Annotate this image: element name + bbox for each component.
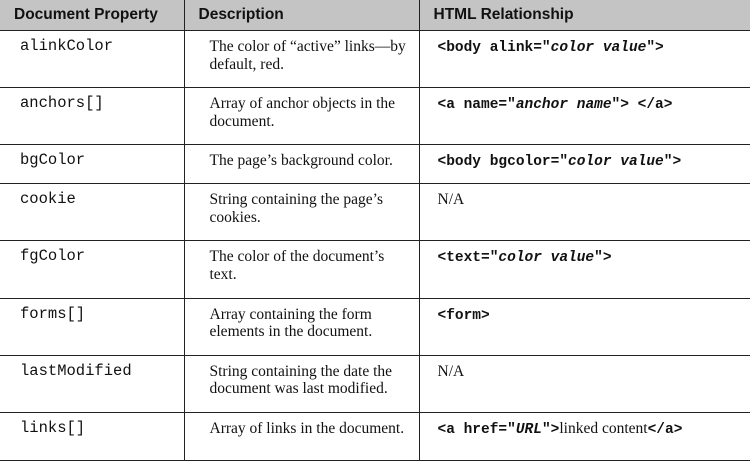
relationship-cell: <text="color value"> (418, 240, 750, 299)
description-cell: The page’s background color. (183, 144, 420, 185)
description-cell: String containing the page’s cookies. (183, 183, 420, 242)
header-description: Description (183, 0, 420, 31)
description-cell: The color of “active” links—by default, … (183, 29, 420, 89)
property-cell: anchors[] (0, 87, 185, 146)
table-row: links[] Array of links in the document. … (0, 412, 750, 461)
relationship-cell: <a href="URL">linked content</a> (418, 412, 750, 461)
relationship-text-run: anchor name (515, 97, 612, 114)
relationship-text-run: <form> (437, 307, 490, 324)
header-property: Document Property (0, 0, 185, 31)
relationship-cell: <form> (418, 297, 750, 356)
relationship-text-run: color value (498, 250, 595, 267)
relationship-text-run: <body bgcolor=" (437, 154, 569, 171)
relationship-text-run: N/A (437, 191, 465, 209)
table-row: fgColor The color of the document’s text… (0, 240, 750, 299)
relationship-text-run: "> (594, 250, 612, 267)
relationship-cell: <body alink="color value"> (418, 29, 750, 89)
relationship-text-run: color value (568, 154, 664, 171)
table-row: forms[] Array containing the form elemen… (0, 297, 750, 356)
relationship-text-run: <a href=" (437, 422, 516, 438)
relationship-text-run: "> (663, 154, 682, 171)
description-cell: Array of links in the document. (183, 412, 420, 461)
header-relationship: HTML Relationship (418, 0, 750, 31)
table-row: bgColor The page’s background color. <bo… (0, 144, 750, 185)
header-row: Document Property Description HTML Relat… (0, 0, 750, 31)
relationship-text-run: <body alink=" (437, 40, 551, 56)
relationship-cell: N/A (418, 354, 750, 414)
property-cell: cookie (0, 183, 185, 242)
relationship-text-run: </a> (647, 422, 683, 438)
description-cell: The color of the document’s text. (183, 240, 420, 299)
relationship-text-run: <a name=" (437, 97, 516, 114)
property-cell: fgColor (0, 240, 185, 299)
table-row: cookie String containing the page’s cook… (0, 183, 750, 242)
table-row: lastModified String containing the date … (0, 354, 750, 414)
description-cell: String containing the date the document … (183, 354, 420, 414)
relationship-cell: <body bgcolor="color value"> (418, 144, 750, 185)
description-cell: Array of anchor objects in the document. (183, 87, 420, 146)
relationship-text-run: <text=" (437, 250, 499, 267)
relationship-text-run: "> </a> (611, 97, 673, 114)
relationship-text-run: color value (550, 40, 647, 56)
property-cell: forms[] (0, 297, 185, 356)
relationship-text-run: "> (541, 422, 560, 438)
description-cell: Array containing the form elements in th… (183, 297, 420, 356)
property-cell: links[] (0, 412, 185, 461)
relationship-text-run: URL (515, 422, 542, 438)
property-cell: lastModified (0, 354, 185, 414)
relationship-text-run: linked content (559, 420, 648, 437)
table-row: anchors[] Array of anchor objects in the… (0, 87, 750, 146)
relationship-cell: N/A (418, 183, 750, 242)
table-row: alinkColor The color of “active” links—b… (0, 29, 750, 89)
relationship-text-run: "> (646, 40, 664, 56)
property-cell: bgColor (0, 144, 185, 185)
relationship-cell: <a name="anchor name"> </a> (418, 87, 750, 146)
property-cell: alinkColor (0, 29, 185, 89)
relationship-text-run: N/A (437, 362, 465, 380)
